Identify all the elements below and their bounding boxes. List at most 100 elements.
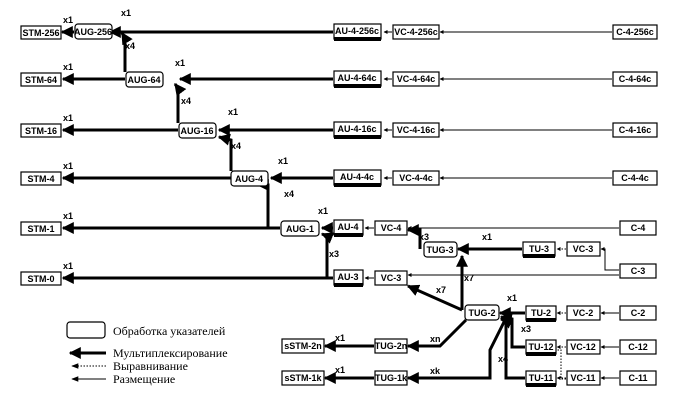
c4-64c-box: [612, 71, 658, 87]
vc4-64c-box: [392, 71, 440, 87]
legend-pointer-processing: Обработка указателей: [113, 324, 226, 338]
vc4-256c-box: [392, 24, 440, 40]
c4-256c-label: C-4-256c: [616, 27, 654, 37]
mult-aug64-to-aug256: x4: [125, 41, 135, 51]
c-blocks: C-4-256c C-4-64c C-4-16c C-4-4c C-4 C-3 …: [612, 24, 658, 386]
tug2n-label: TUG-2n: [375, 341, 408, 351]
au4-256c-pointer-bar: [334, 37, 381, 41]
tu11-pointer-bar: [526, 383, 556, 387]
tug1k-box: [374, 370, 408, 386]
stm1-box: [20, 221, 62, 236]
au4-64c-pointer-bar: [334, 84, 381, 88]
c4-4c-label: C-4-4c: [621, 173, 649, 183]
sstm2n-box: [281, 338, 325, 354]
vc11-label: VC-11: [570, 373, 595, 383]
aug16-label: AUG-16: [180, 126, 213, 136]
mult-aug16-to-aug64: x4: [181, 96, 191, 106]
aug4-box: [230, 170, 269, 187]
au3-label: AU-3: [337, 272, 358, 282]
stm256-box: [20, 25, 62, 40]
vc3-right-label: VC-3: [573, 244, 594, 254]
stm-blocks: STM-256 STM-64 STM-16 STM-4 STM-1 STM-0: [20, 25, 62, 286]
mult-aug4: x1: [278, 156, 288, 166]
stm256-label: STM-256: [22, 28, 59, 38]
mult-tu12: x3: [521, 324, 531, 334]
legend-alignment: Выравнивание: [113, 359, 188, 373]
vc4-256c-label: VC-4-256c: [394, 27, 438, 37]
aug4-label: AUG-4: [235, 174, 263, 184]
stm64-box: [20, 72, 62, 87]
legend-pointer-box: [66, 321, 106, 339]
c2-box: [619, 305, 657, 321]
stm16-label: STM-16: [25, 126, 57, 136]
vc12-box: [566, 339, 601, 355]
vc3-left-label: VC-3: [381, 273, 402, 283]
au4-4c-pointer-bar: [334, 183, 381, 187]
au3-pointer-bar: [334, 283, 363, 287]
line-aug1-to-aug4: [259, 183, 270, 228]
c4-16c-box: [612, 122, 658, 138]
tug2-label: TUG-2: [469, 308, 496, 318]
tu11-label: TU-11: [529, 373, 554, 383]
stm0-box: [20, 271, 62, 286]
sstm2n-label: sSTM-2n: [284, 341, 322, 351]
mult-tug2-to-tug3: x7: [464, 273, 474, 283]
aug256-label: AUG-256: [74, 27, 112, 37]
tu12-pointer-bar: [526, 352, 556, 356]
mult-stm64: x1: [63, 62, 73, 72]
au4-16c-label: AU-4-16c: [337, 124, 376, 134]
c3-box: [619, 263, 657, 279]
vc4-64c-label: VC-4-64c: [397, 74, 436, 84]
aug64-label: AUG-64: [127, 75, 160, 85]
aug64-box: [125, 71, 164, 88]
mult-aug16: x1: [228, 107, 238, 117]
vc4-label: VC-4: [381, 223, 402, 233]
mult-stm16: x1: [63, 113, 73, 123]
mult-sstm1k: x1: [335, 365, 345, 375]
mult-au3-to-aug1: x3: [329, 249, 339, 259]
sstm1k-box: [281, 370, 325, 386]
vc3-right-box: [566, 241, 601, 257]
mult-stm256: x1: [63, 15, 73, 25]
legend-mapping: Размещение: [113, 372, 175, 386]
line-aug64-to-aug256: [120, 31, 133, 72]
multiplier-labels: x1 x1 x4 x1 x1 x4 x1 x1 x4 x1 x1 x4 x1 x…: [63, 8, 531, 376]
c11-box: [619, 370, 657, 386]
legend: Обработка указателей Мультиплексирование…: [66, 321, 228, 386]
vc4-4c-box: [392, 170, 440, 186]
mult-aug4-to-aug16: x4: [231, 141, 241, 151]
stm4-label: STM-4: [28, 174, 55, 184]
mult-tug3-to-vc4: x3: [419, 232, 429, 242]
line-tug3-to-vc4: [406, 224, 422, 249]
c11-label: C-11: [628, 373, 647, 383]
mult-tug2n: xn: [430, 334, 441, 344]
line-tug2-to-tug2n: [406, 318, 468, 352]
line-aug16-to-aug64: [173, 83, 187, 123]
c12-label: C-12: [628, 342, 648, 352]
aug1-box: [280, 220, 320, 237]
mult-sstm2n: x1: [335, 333, 345, 343]
au4-256c-label: AU-4-256c: [335, 26, 379, 36]
sstm1k-label: sSTM-1k: [284, 373, 322, 383]
tu2-pointer-bar: [526, 318, 556, 322]
legend-multiplexing: Мультиплексирование: [113, 346, 228, 360]
line-au3-to-aug1: [320, 232, 335, 278]
c4-256c-box: [612, 24, 658, 40]
line-aug4-to-aug16: [217, 133, 233, 171]
vc4-box: [374, 220, 408, 236]
tug3-box: [423, 241, 458, 258]
line-c3-to-vc3-right: [600, 247, 619, 271]
aug-blocks: AUG-256 AUG-64 AUG-16 AUG-4 AUG-1: [74, 23, 320, 237]
c4-box: [619, 220, 657, 236]
au-blocks: AU-4-256c AU-4-64c AU-4-16c AU-4-4c AU-4…: [333, 23, 382, 287]
mult-stm1: x1: [63, 211, 73, 221]
stm0-label: STM-0: [28, 274, 55, 284]
mapping-lines: [407, 30, 619, 380]
au4-label: AU-4: [337, 222, 358, 232]
tu2-label: TU-2: [531, 308, 551, 318]
stm4-box: [20, 171, 62, 186]
mult-tug1k: xk: [430, 366, 441, 376]
tug1k-label: TUG-1k: [375, 373, 408, 383]
